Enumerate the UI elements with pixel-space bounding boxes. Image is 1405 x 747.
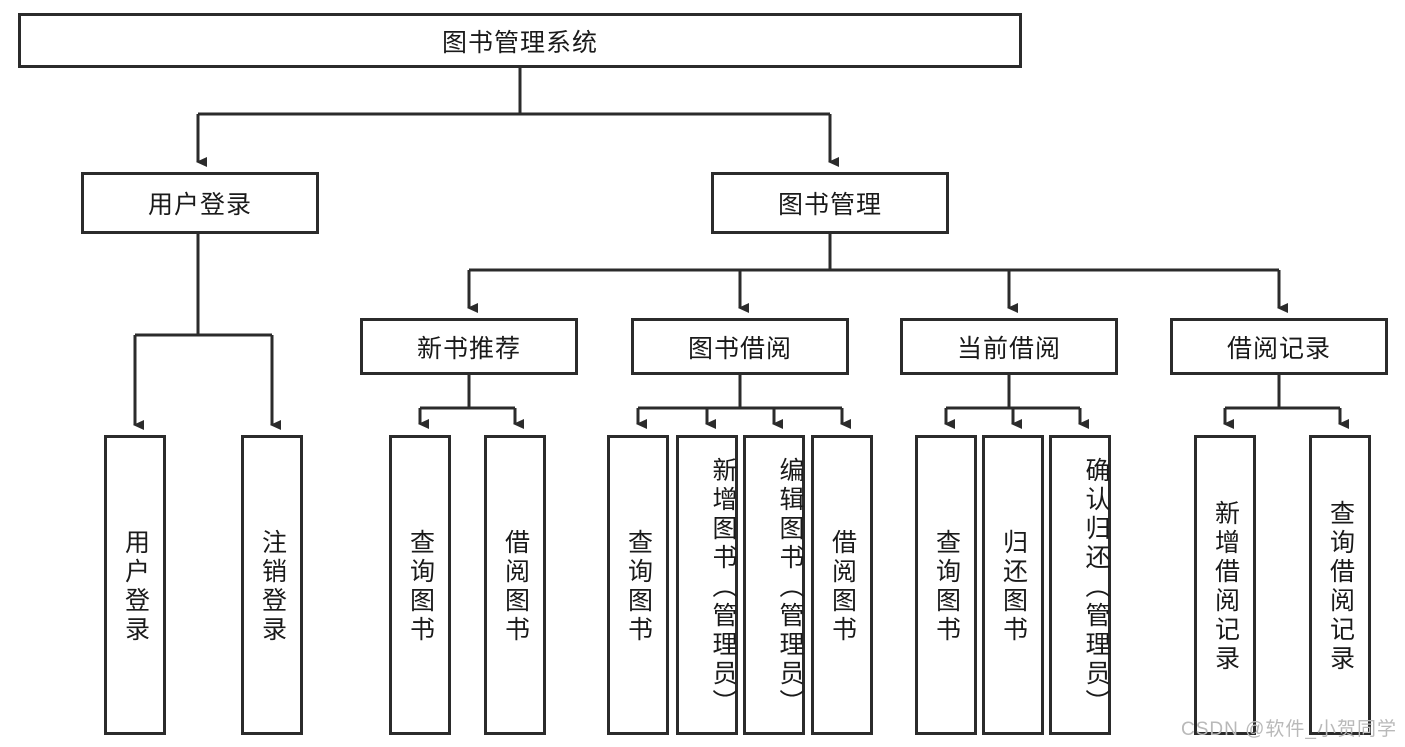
leaf-book-borrow-3[interactable]: 编辑图书（管理员） [743,435,805,735]
leaf-borrow-record-2[interactable]: 查询借阅记录 [1309,435,1371,735]
leaf-new-book-1-label: 查询图书 [406,529,435,645]
leaf-new-book-1[interactable]: 查询图书 [389,435,451,735]
leaf-new-book-2[interactable]: 借阅图书 [484,435,546,735]
leaf-user-login-2[interactable]: 注销登录 [241,435,303,735]
node-user-login[interactable]: 用户登录 [81,172,319,234]
node-new-book-recommend[interactable]: 新书推荐 [360,318,578,375]
leaf-current-borrow-1[interactable]: 查询图书 [915,435,977,735]
node-user-login-label: 用户登录 [147,191,252,219]
leaf-book-borrow-2[interactable]: 新增图书（管理员） [676,435,738,735]
node-book-manage[interactable]: 图书管理 [711,172,949,234]
node-root[interactable]: 图书管理系统 [18,13,1022,68]
node-book-borrow-label: 图书借阅 [687,334,792,363]
leaf-book-borrow-3-label: 编辑图书（管理员） [776,456,804,718]
leaf-user-login-1[interactable]: 用户登录 [104,435,166,735]
leaf-borrow-record-1[interactable]: 新增借阅记录 [1194,435,1256,735]
leaf-current-borrow-2[interactable]: 归还图书 [982,435,1044,735]
leaf-user-login-1-label: 用户登录 [121,529,150,645]
leaf-current-borrow-2-label: 归还图书 [999,529,1028,645]
leaf-current-borrow-1-label: 查询图书 [932,529,961,645]
leaf-new-book-2-label: 借阅图书 [501,529,530,645]
node-root-label: 图书管理系统 [441,28,598,57]
leaf-book-borrow-4-label: 借阅图书 [828,529,857,645]
leaf-borrow-record-1-label: 新增借阅记录 [1211,500,1240,674]
leaf-book-borrow-2-label: 新增图书（管理员） [709,456,737,718]
node-current-borrow[interactable]: 当前借阅 [900,318,1118,375]
node-book-manage-label: 图书管理 [777,191,882,219]
node-borrow-record-label: 借阅记录 [1226,334,1331,363]
leaf-borrow-record-2-label: 查询借阅记录 [1326,500,1355,674]
node-book-borrow[interactable]: 图书借阅 [631,318,849,375]
leaf-book-borrow-1-label: 查询图书 [624,529,653,645]
node-borrow-record[interactable]: 借阅记录 [1170,318,1388,375]
node-current-borrow-label: 当前借阅 [956,334,1061,363]
leaf-current-borrow-3-label: 确认归还（管理员） [1082,456,1110,718]
leaf-book-borrow-1[interactable]: 查询图书 [607,435,669,735]
leaf-book-borrow-4[interactable]: 借阅图书 [811,435,873,735]
watermark: CSDN @软件_小贺同学 [1181,719,1397,740]
leaf-current-borrow-3[interactable]: 确认归还（管理员） [1049,435,1111,735]
node-new-book-recommend-label: 新书推荐 [416,334,521,363]
leaf-user-login-2-label: 注销登录 [258,529,287,645]
